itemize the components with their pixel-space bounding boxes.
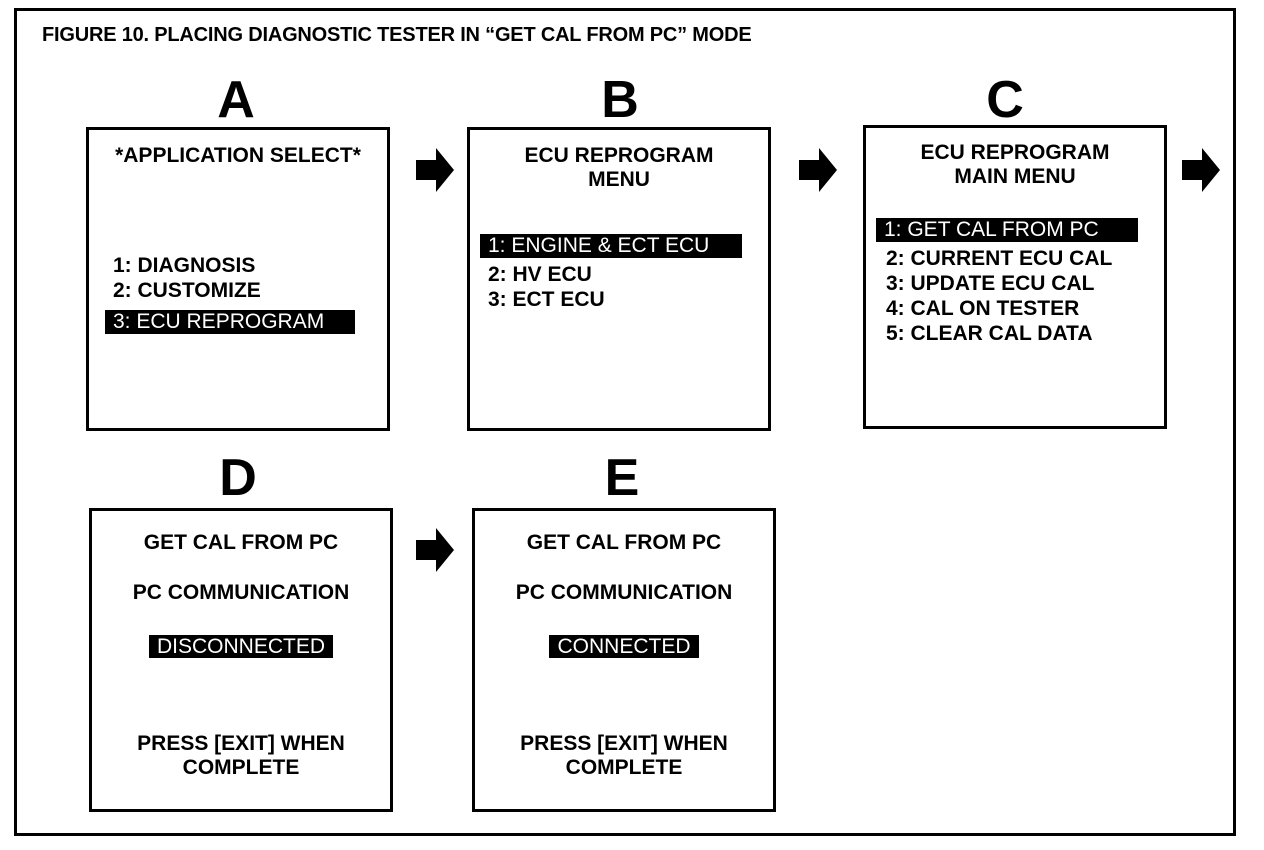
panel-c-letter: C [986, 71, 1024, 129]
panel-c-screen: ECU REPROGRAM MAIN MENU 1: GET CAL FROM … [863, 125, 1167, 429]
right-arrow-icon [416, 148, 454, 192]
panel-a-screen: *APPLICATION SELECT* 1: DIAGNOSIS 2: CUS… [86, 127, 390, 431]
panel-a-item-2: 2: CUSTOMIZE [113, 279, 261, 302]
panel-b-item-3: 3: ECT ECU [488, 288, 605, 311]
panel-d-status-badge: DISCONNECTED [148, 635, 333, 658]
panel-e-letter: E [604, 449, 640, 507]
panel-a-item-3-selected: 3: ECU REPROGRAM [105, 310, 355, 334]
right-arrow-icon [416, 528, 454, 572]
panel-e-title: GET CAL FROM PC [526, 531, 722, 554]
panel-e-status-badge: CONNECTED [549, 635, 699, 658]
panel-b-header-line2: MENU [588, 168, 650, 191]
panel-e-footer-line2: COMPLETE [565, 756, 683, 779]
right-arrow-icon [1182, 148, 1220, 192]
panel-c-item-3: 3: UPDATE ECU CAL [886, 272, 1095, 295]
figure-title: FIGURE 10. PLACING DIAGNOSTIC TESTER IN … [42, 24, 752, 46]
panel-c-header-line1: ECU REPROGRAM [920, 141, 1110, 164]
panel-d-screen: GET CAL FROM PC PC COMMUNICATION DISCONN… [89, 508, 393, 812]
panel-c-item-5: 5: CLEAR CAL DATA [886, 322, 1093, 345]
panel-a-letter: A [217, 71, 255, 129]
panel-b-item-2: 2: HV ECU [488, 263, 592, 286]
panel-e-subtitle: PC COMMUNICATION [515, 581, 733, 604]
panel-b-item-1-selected: 1: ENGINE & ECT ECU [480, 234, 742, 258]
panel-e-footer-line1: PRESS [EXIT] WHEN [520, 732, 728, 755]
panel-c-item-1-selected: 1: GET CAL FROM PC [876, 218, 1138, 242]
panel-a-item-1: 1: DIAGNOSIS [113, 254, 256, 277]
panel-d-subtitle: PC COMMUNICATION [132, 581, 350, 604]
panel-d-footer-line2: COMPLETE [182, 756, 300, 779]
panel-b-letter: B [601, 71, 639, 129]
panel-e-screen: GET CAL FROM PC PC COMMUNICATION CONNECT… [472, 508, 776, 812]
panel-d-footer-line1: PRESS [EXIT] WHEN [137, 732, 345, 755]
panel-c-item-2: 2: CURRENT ECU CAL [886, 247, 1113, 270]
panel-b-screen: ECU REPROGRAM MENU 1: ENGINE & ECT ECU 2… [467, 127, 771, 431]
figure-frame [14, 8, 1236, 836]
panel-b-header-line1: ECU REPROGRAM [524, 144, 714, 167]
panel-d-status-row: DISCONNECTED [92, 635, 390, 659]
panel-c-item-4: 4: CAL ON TESTER [886, 297, 1080, 320]
panel-e-status-row: CONNECTED [475, 635, 773, 659]
panel-d-letter: D [219, 449, 257, 507]
panel-d-title: GET CAL FROM PC [143, 531, 339, 554]
right-arrow-icon [799, 148, 837, 192]
panel-a-header: *APPLICATION SELECT* [115, 144, 361, 167]
panel-c-header-line2: MAIN MENU [954, 165, 1076, 188]
